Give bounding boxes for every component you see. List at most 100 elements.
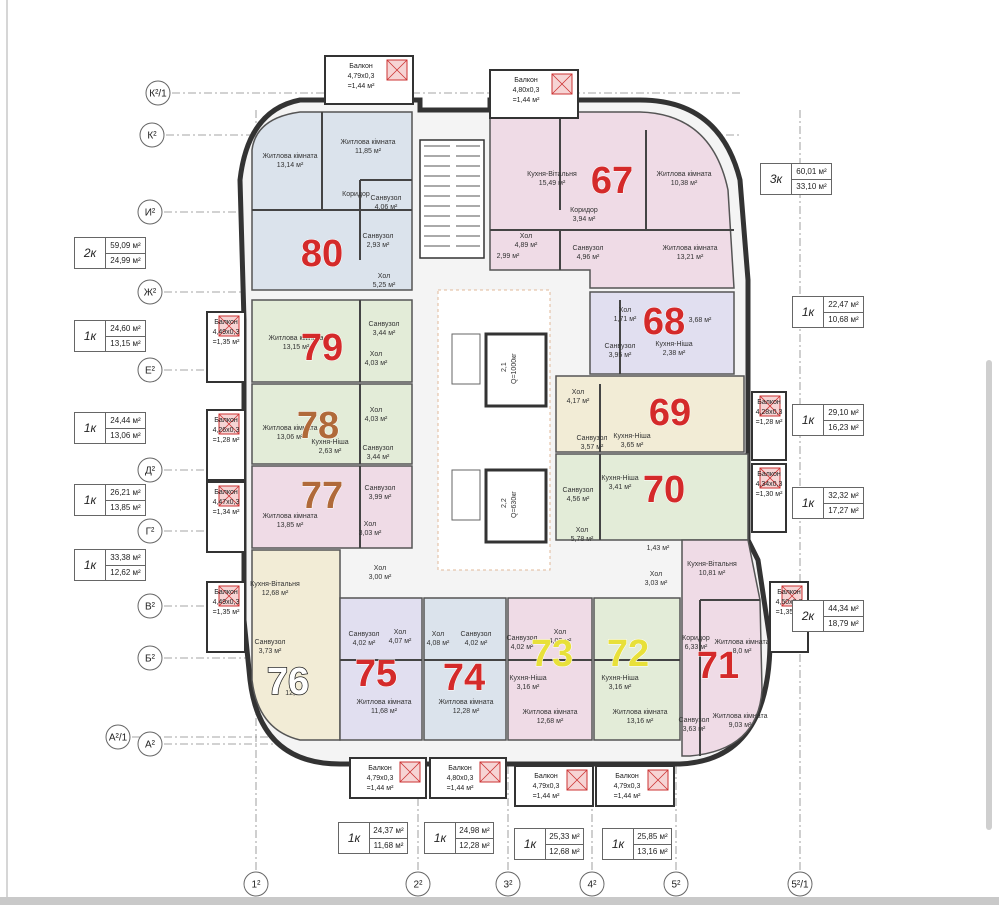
room-name: Хол xyxy=(370,351,382,358)
balcony-area: =1,44 м² xyxy=(348,83,375,90)
balcony-dims: 4,79х0,3 xyxy=(367,775,394,782)
room-area: 11,68 м² xyxy=(371,708,398,715)
room-name: Хол xyxy=(370,407,382,414)
apartment-number-77: 77 xyxy=(301,475,343,517)
balcony-dims: 4,26х0,3 xyxy=(213,427,240,434)
elevator-1 xyxy=(484,332,548,408)
room-name: Житлова кімната xyxy=(656,170,711,178)
apartment-type: 2к xyxy=(793,601,824,631)
axis-bubble xyxy=(139,122,165,148)
room-area: 8,0 м² xyxy=(733,648,752,655)
axis-label-v: 5²/1 xyxy=(791,880,809,891)
balcony-dims: 4,80х0,3 xyxy=(447,775,474,782)
balcony-area: =1,28 м² xyxy=(756,419,783,426)
room-area: 3,16 м² xyxy=(517,684,540,691)
room-area: 5,78 м² xyxy=(571,536,594,543)
room-area: 6,33 м² xyxy=(685,644,708,651)
axis-bubble xyxy=(579,871,605,897)
room-area: 3,63 м² xyxy=(683,726,706,733)
room-name: Житлова кімната xyxy=(268,334,323,342)
total-area: 44,34 м² xyxy=(824,601,863,617)
room-area: 3,03 м² xyxy=(359,530,382,537)
total-area: 25,33 м² xyxy=(546,829,583,845)
elevator-1-label: 2,1 xyxy=(501,362,508,372)
axis-bubble xyxy=(663,871,689,897)
room-name: Санвузол xyxy=(577,435,608,442)
room-area: 3,68 м² xyxy=(689,317,712,324)
apartment-number-69: 69 xyxy=(649,392,691,434)
axis-label-h: Б² xyxy=(145,654,156,665)
room-name: Хол xyxy=(576,527,588,534)
total-area: 24,37 м² xyxy=(370,823,407,839)
room-area: 4,02 м² xyxy=(353,640,376,647)
apartment-type: 1к xyxy=(515,829,546,859)
room-name: Кухня-Ніша xyxy=(601,474,638,482)
room-name: Хол xyxy=(374,565,386,572)
apartment-type: 1к xyxy=(75,321,106,351)
axis-label-h: А²/1 xyxy=(109,733,128,744)
room-label: 12,7 xyxy=(285,690,299,697)
room-area: 4,02 м² xyxy=(511,644,534,651)
room-name: Житлова кімната xyxy=(262,424,317,432)
room-name: Кухня-Вітальня xyxy=(250,580,300,588)
apartment-type: 1к xyxy=(339,823,370,853)
balcony-dims: 4,80х0,3 xyxy=(513,87,540,94)
axis-bubble xyxy=(495,871,521,897)
balcony-area: =1,44 м² xyxy=(513,97,540,104)
unit-79-fill xyxy=(251,299,413,383)
scrollbar[interactable] xyxy=(986,360,992,830)
axis-bubble xyxy=(137,731,163,757)
total-area: 33,38 м² xyxy=(106,550,145,566)
room-area: 3,03 м² xyxy=(645,580,668,587)
room-area: 13,21 м² xyxy=(677,254,704,261)
axis-bubble xyxy=(243,871,269,897)
room-area: 13,85 м² xyxy=(277,522,304,529)
apartment-number-78: 78 xyxy=(297,405,339,447)
elevator-1-capacity: Q=1000кг xyxy=(511,353,518,384)
room-name: Санвузол xyxy=(365,485,396,492)
room-area: 12,7 xyxy=(285,690,299,697)
room-area: 3,44 м² xyxy=(373,330,396,337)
total-area: 29,10 м² xyxy=(824,405,863,421)
room-area: 5,25 м² xyxy=(373,282,396,289)
axis-bubble xyxy=(137,357,163,383)
balcony-title: Балкон xyxy=(368,765,392,772)
room-label: 2,99 м² xyxy=(497,253,520,260)
apartment-number-72: 72 xyxy=(607,633,649,675)
room-name: Житлова кімната xyxy=(522,708,577,716)
axis-label-v: 2² xyxy=(414,880,424,891)
interior-walls xyxy=(252,112,760,756)
room-name: Санвузол xyxy=(605,343,636,350)
axis-bubble xyxy=(405,871,431,897)
unit-68-fill xyxy=(589,291,735,375)
balcony-dims: 4,28х0,3 xyxy=(756,409,783,416)
total-area: 24,98 м² xyxy=(456,823,493,839)
